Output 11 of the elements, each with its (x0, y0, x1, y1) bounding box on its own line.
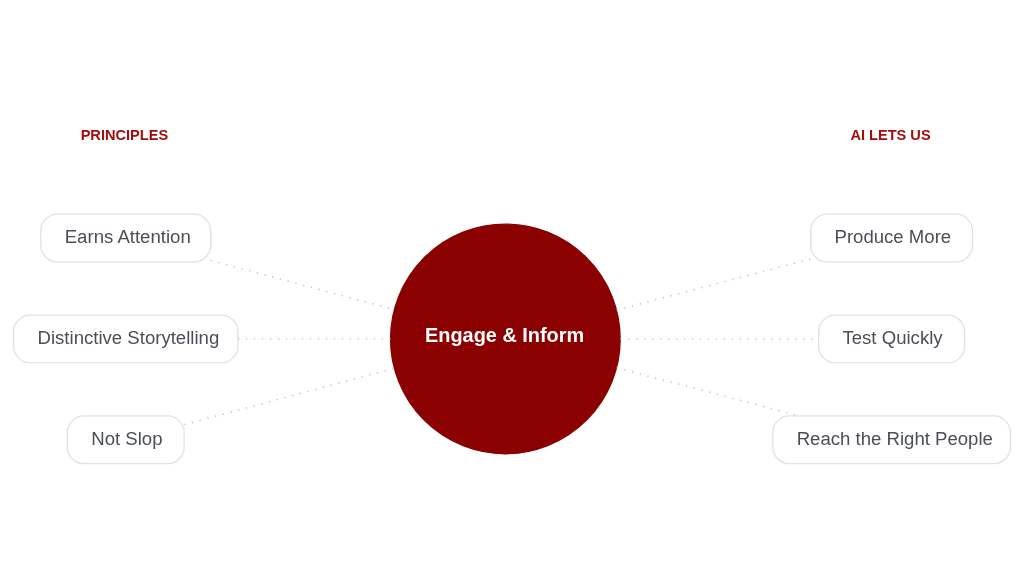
label: PRINCIPLES (80, 126, 169, 143)
node-circle: Engage & Inform (389, 222, 621, 454)
node-box: Not Slop (66, 414, 185, 464)
node-box: Produce More (809, 213, 974, 263)
node-box: Earns Attention (40, 213, 212, 263)
label: AI LETS US (850, 126, 931, 143)
node-box: Reach the Right People (772, 414, 1012, 464)
connector (615, 257, 811, 311)
connector (183, 367, 395, 425)
node-box: Distinctive Storytelling (12, 313, 239, 363)
node-box: Test Quickly (817, 313, 966, 363)
